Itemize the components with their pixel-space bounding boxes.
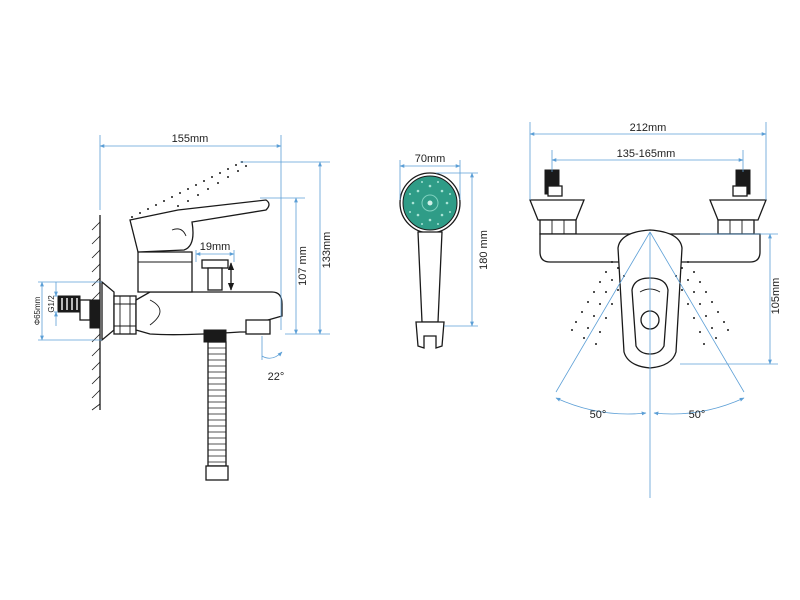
shower-handle	[417, 231, 443, 323]
dim-thread-g12: G1/2	[47, 295, 56, 313]
lever-handle	[129, 199, 270, 253]
dim-swing-left: 50°	[590, 409, 607, 421]
right-flange	[709, 199, 767, 221]
wall-flange	[101, 280, 115, 342]
shower-hose-nut	[415, 321, 445, 349]
front-view: 50° 50° 212mm 135-165mm 105mm	[529, 122, 782, 498]
eccentric-connector	[57, 295, 101, 329]
hand-shower-view: 70mm 180 mm	[399, 153, 490, 349]
shower-nozzles	[409, 181, 451, 225]
nut	[113, 295, 137, 335]
dim-spout-angle: 22°	[268, 371, 285, 383]
diverter-knob	[207, 267, 223, 291]
side-view-dimensions: 155mm 19mm 107 mm 133mm Φ65mm G1/2 22°	[33, 133, 333, 383]
dim-lever-19: 19mm	[200, 241, 231, 253]
hose-connector	[203, 329, 227, 343]
dim-height-133: 133mm	[321, 232, 333, 269]
dim-head-180: 180 mm	[478, 230, 490, 270]
dim-dia-65: Φ65mm	[33, 296, 42, 325]
diverter-cap	[201, 259, 229, 269]
dim-width-212: 212mm	[630, 122, 667, 134]
dim-height-107: 107 mm	[297, 246, 309, 286]
dim-width-155: 155mm	[172, 133, 209, 145]
cartridge-housing	[137, 251, 193, 293]
side-view: 155mm 19mm 107 mm 133mm Φ65mm G1/2 22°	[33, 133, 333, 481]
shower-hose	[205, 341, 229, 481]
left-nut	[539, 219, 577, 235]
lever-swing-trace	[131, 161, 247, 218]
front-swing-trace-left	[571, 261, 625, 345]
dim-centres: 135-165mm	[617, 148, 676, 160]
front-swing-trace-right	[675, 261, 729, 345]
spout-aerator	[245, 319, 271, 335]
dim-swing-right: 50°	[689, 409, 706, 421]
dim-height-105: 105mm	[770, 278, 782, 315]
left-flange	[529, 199, 585, 221]
dim-head-70: 70mm	[415, 153, 446, 165]
right-nut	[717, 219, 755, 235]
